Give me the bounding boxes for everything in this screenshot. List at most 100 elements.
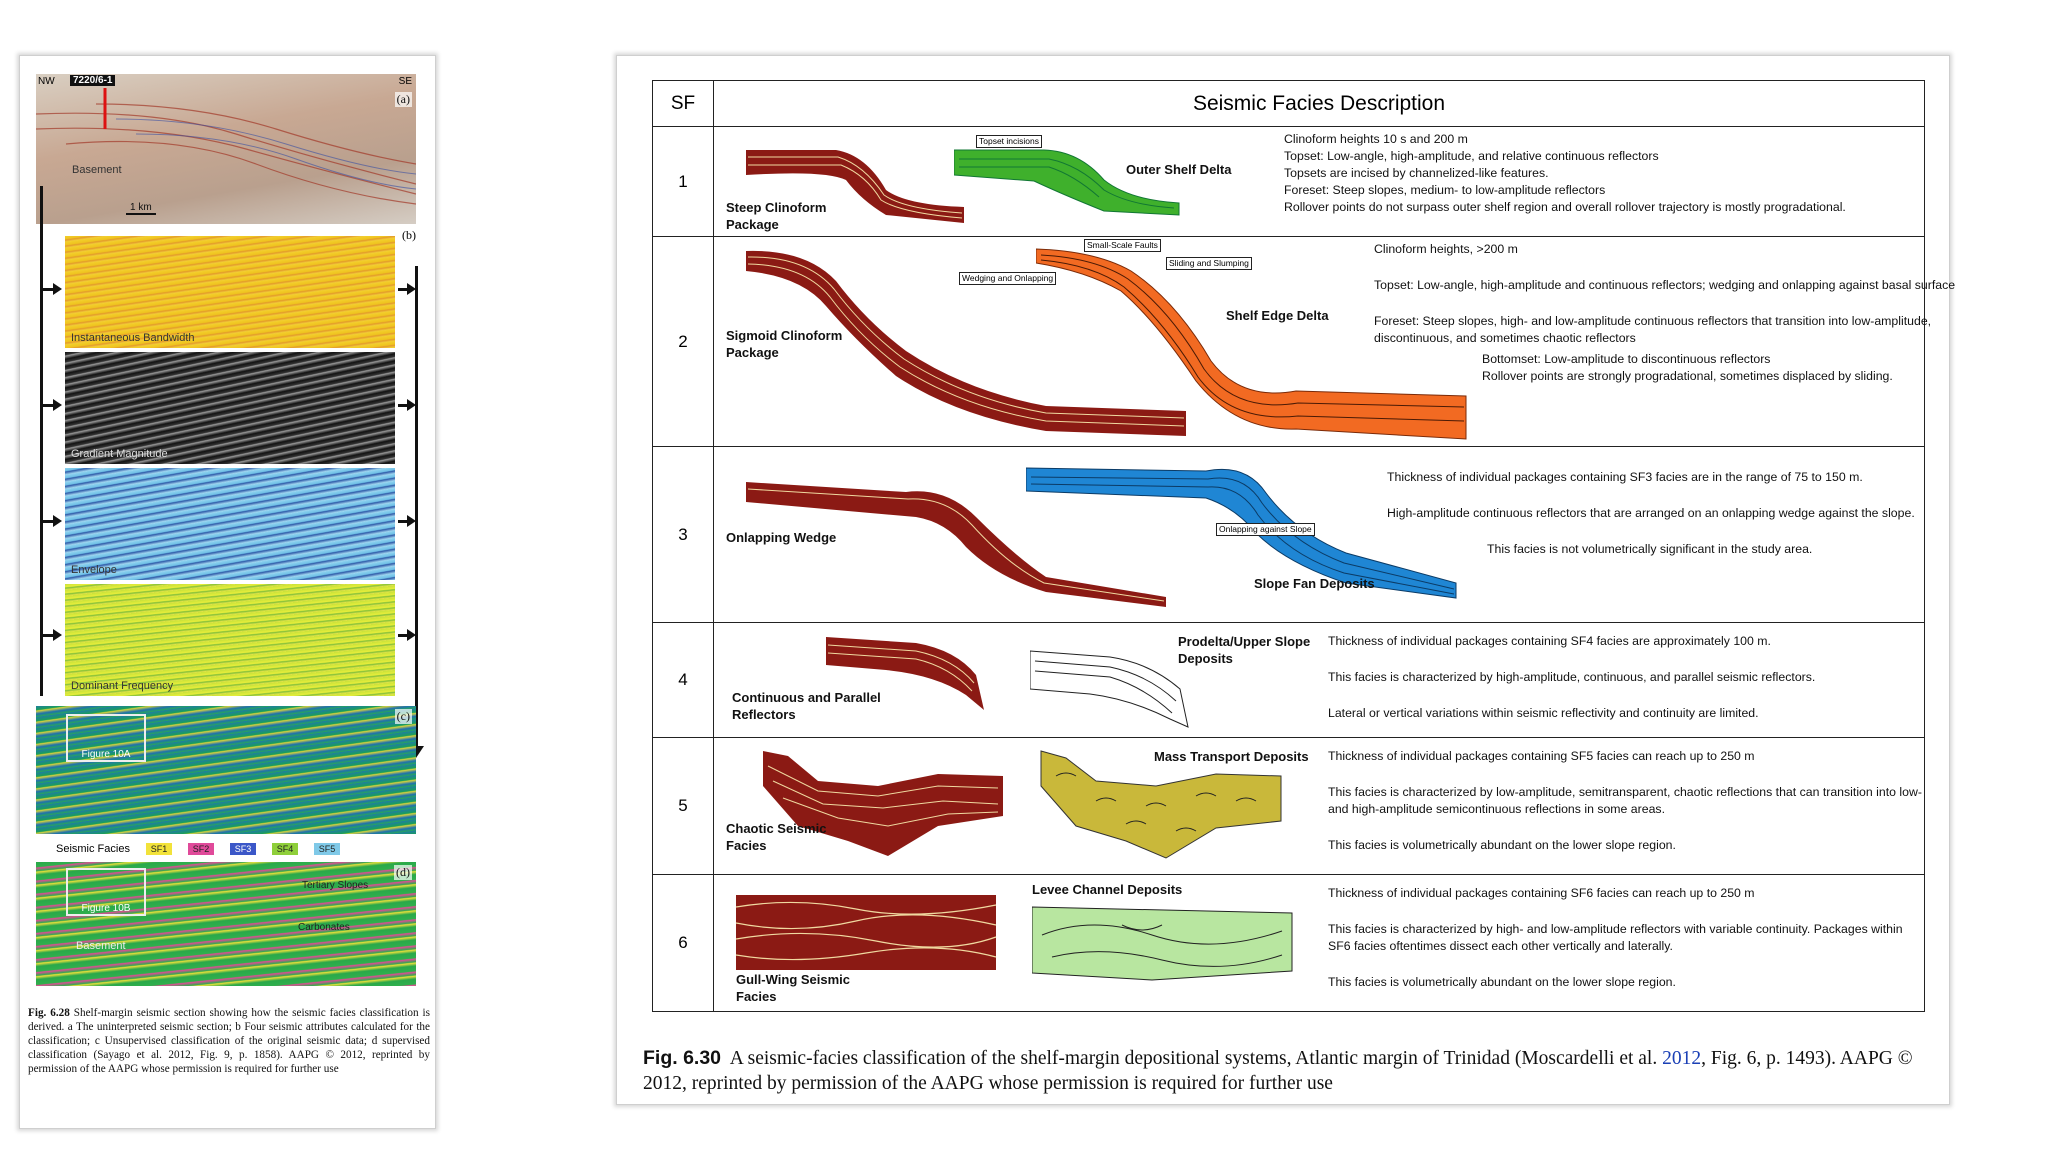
row-2-description: Clinoform heights, >200 m Topset: Low-an… (1374, 241, 1986, 385)
carbonates-label: Carbonates (298, 922, 350, 933)
outer-shelf-delta-label: Outer Shelf Delta (1126, 162, 1232, 177)
desc-line: Topsets are incised by channelized-like … (1284, 166, 1549, 180)
arrow-right-icon (40, 629, 62, 641)
desc-line: This facies is characterized by high-amp… (1328, 670, 1816, 684)
figure-10b-box: Figure 10B (66, 868, 146, 916)
panel-a-label: (a) (394, 92, 412, 107)
table-row: 6 Gull-Wing Seismic Facies Levee Channel… (652, 874, 1928, 1012)
row-number: 1 (652, 126, 714, 237)
mass-transport-shape (1040, 750, 1282, 859)
citation-link[interactable]: 2012 (1662, 1048, 1702, 1069)
scale-bar-label: 1 km (126, 202, 156, 215)
row-3-description: Thickness of individual packages contain… (1387, 469, 1987, 558)
desc-line: Clinoform heights 10 s and 200 m (1284, 132, 1468, 146)
table-row: 3 Onlapping Wedge Onlapping against Slop… (652, 446, 1925, 623)
shelf-edge-delta-label: Shelf Edge Delta (1226, 308, 1329, 323)
attribute-label: Instantaneous Bandwidth (71, 332, 195, 344)
attribute-envelope: Envelope (65, 468, 395, 580)
callout-sliding-slumping: Sliding and Slumping (1166, 257, 1252, 270)
row-6-description: Thickness of individual packages contain… (1328, 885, 1928, 991)
left-figure-page: NW 7220/6-1 SE (a) Basement 1 km Instant… (19, 55, 436, 1129)
attribute-label: Gradient Magnitude (71, 448, 168, 460)
sf4-chip: SF4 (271, 843, 298, 855)
desc-line: Clinoform heights, >200 m (1374, 242, 1518, 256)
caption-label: Fig. 6.30 (643, 1047, 722, 1069)
panel-a-reflectors (36, 88, 416, 205)
desc-line: Thickness of individual packages contain… (1328, 886, 1755, 900)
row-number: 2 (652, 236, 714, 447)
fig-6-30-caption: Fig. 6.30 A seismic-facies classificatio… (643, 1046, 1933, 1096)
row-4-description: Thickness of individual packages contain… (1328, 633, 1988, 722)
sigmoid-clinoform-label: Sigmoid Clinoform Package (726, 328, 843, 360)
seismic-facies-legend: Seismic Facies SF1 SF2 SF3 SF4 SF5 (36, 838, 416, 860)
arrow-right-icon (40, 399, 62, 411)
desc-line: Foreset: Steep slopes, medium- to low-am… (1284, 183, 1606, 197)
desc-line: This facies is characterized by high- an… (1328, 922, 1903, 953)
desc-line: Bottomset: Low-amplitude to discontinuou… (1482, 352, 1893, 383)
desc-line: Topset: Low-angle, high-amplitude and co… (1374, 278, 1956, 292)
well-label: 7220/6-1 (70, 75, 116, 86)
row-number: 3 (652, 446, 714, 623)
caption-label: Fig. 6.28 (28, 1007, 70, 1019)
desc-line: Thickness of individual packages contain… (1387, 470, 1863, 484)
panel-d-label: (d) (394, 865, 412, 880)
desc-line: Thickness of individual packages contain… (1328, 634, 1771, 648)
attribute-gradient-magnitude: Gradient Magnitude (65, 352, 395, 464)
arrow-right-icon (40, 283, 62, 295)
callout-wedging-onlapping: Wedging and Onlapping (959, 272, 1057, 285)
onlapping-wedge-seismic (746, 482, 1166, 607)
caption-text: Shelf-margin seismic section showing how… (28, 1007, 430, 1075)
row-number: 6 (652, 874, 714, 1012)
sigmoid-clinoform-seismic (746, 250, 1186, 436)
arrow-right-icon (398, 515, 416, 527)
seismic-facies-table: SF Seismic Facies Description 1 Steep Cl… (652, 80, 1955, 1012)
right-flow-line (415, 266, 418, 751)
table-row: 5 Chaotic Seismic Facies Mass Transport … (652, 737, 1928, 875)
left-flow-line (40, 186, 43, 696)
basement-label: Basement (72, 164, 122, 176)
arrow-right-icon (398, 629, 416, 641)
panel-c-unsupervised: (c) Figure 10A (36, 706, 416, 834)
gull-wing-label: Gull-Wing Seismic Facies (736, 972, 851, 1004)
desc-line: Thickness of individual packages contain… (1328, 749, 1755, 763)
table-header-row: SF Seismic Facies Description (652, 80, 1925, 127)
onlapping-wedge-label: Onlapping Wedge (726, 530, 837, 545)
attribute-label: Dominant Frequency (71, 680, 174, 692)
attribute-instantaneous-bandwidth: Instantaneous Bandwidth (65, 236, 395, 348)
panel-d-supervised: (d) Figure 10B Tertiary Slopes Carbonate… (36, 862, 416, 986)
chaotic-seismic-label: Chaotic Seismic Facies (726, 821, 827, 853)
callout-onlapping-against-slope: Onlapping against Slope (1216, 523, 1315, 536)
table-row: 4 Continuous and Parallel Reflectors Pro… (652, 622, 1925, 738)
row-1-description: Clinoform heights 10 s and 200 m Topset:… (1284, 131, 1984, 216)
slope-fan-shape (1026, 467, 1457, 599)
arrow-right-icon (40, 515, 62, 527)
desc-line: This facies is characterized by low-ampl… (1328, 785, 1922, 816)
row-content: Onlapping Wedge Onlapping against Slope … (713, 446, 1925, 623)
seismic-facies-label: Seismic Facies (56, 843, 130, 855)
row-content: Continuous and Parallel Reflectors Prode… (713, 622, 1925, 738)
panel-a-seismic-section: NW 7220/6-1 SE (a) Basement 1 km (36, 74, 416, 224)
levee-channel-label: Levee Channel Deposits (1032, 882, 1183, 897)
outer-shelf-delta-shape (954, 149, 1180, 216)
row-content: Gull-Wing Seismic Facies Levee Channel D… (713, 874, 1928, 1012)
prodelta-shape (1030, 650, 1189, 728)
prodelta-label: Prodelta/Upper Slope Deposits (1178, 634, 1311, 666)
header-sf: SF (652, 80, 714, 127)
row-content: Sigmoid Clinoform Package Small-Scale Fa… (713, 236, 1955, 447)
desc-line: Foreset: Steep slopes, high- and low-amp… (1374, 314, 1932, 345)
attribute-label: Envelope (71, 564, 117, 576)
attribute-dominant-frequency: Dominant Frequency (65, 584, 395, 696)
desc-line: Rollover points do not surpass outer she… (1284, 200, 1846, 214)
nw-label: NW (38, 76, 55, 87)
table-row: 1 Steep Clinoform Package Topset incisio… (652, 126, 1925, 237)
mass-transport-label: Mass Transport Deposits (1154, 749, 1309, 764)
right-figure-page: SF Seismic Facies Description 1 Steep Cl… (616, 55, 1955, 1105)
steep-clinoform-label: Steep Clinoform Package (726, 200, 827, 232)
chaotic-seismic (763, 751, 1003, 856)
arrow-right-icon (398, 283, 416, 295)
row-5-description: Thickness of individual packages contain… (1328, 748, 1928, 854)
shelf-edge-delta-shape (1036, 248, 1467, 440)
callout-topset-incisions: Topset incisions (976, 135, 1043, 148)
sf1-chip: SF1 (145, 843, 172, 855)
sf2-chip: SF2 (187, 843, 214, 855)
